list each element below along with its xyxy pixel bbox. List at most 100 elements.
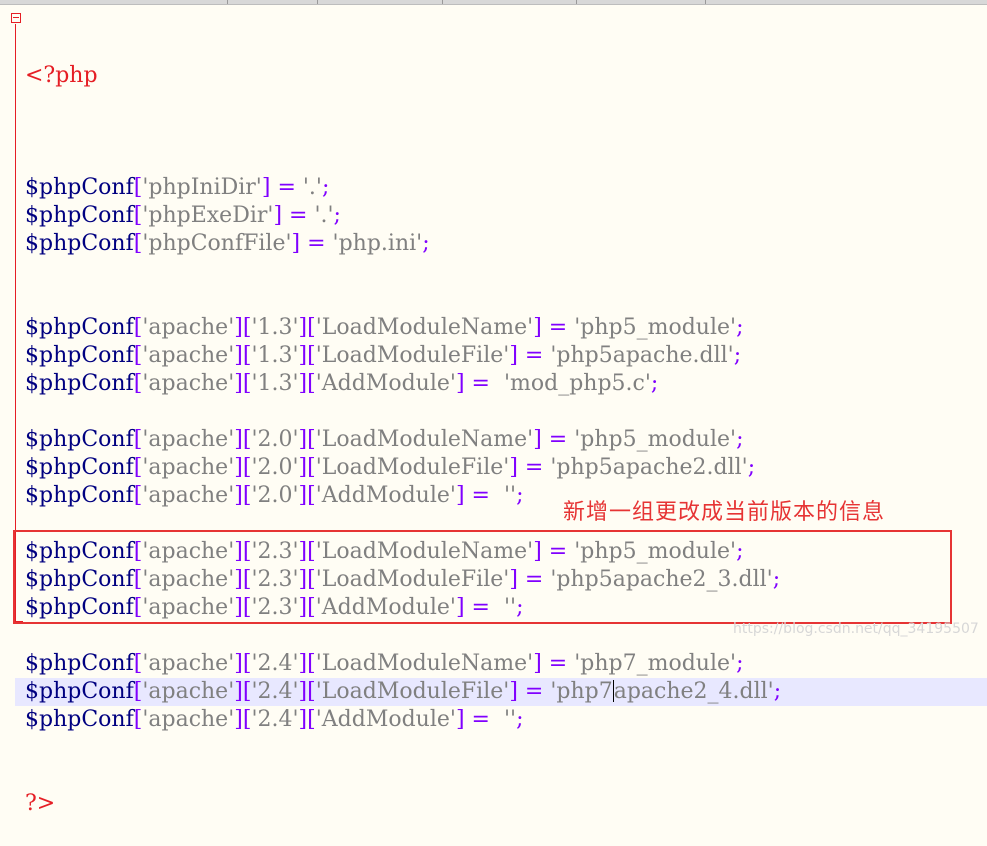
code-key-string: '2.3' <box>251 539 299 564</box>
code-operator: = <box>517 455 551 480</box>
code-bracket: [ <box>133 315 143 340</box>
code-value-string: 'php5apache.dll' <box>550 343 734 368</box>
code-line-blank <box>25 258 987 286</box>
code-value-string: 'php5apache2_3.dll' <box>550 567 773 592</box>
code-variable: $phpConf <box>25 707 134 732</box>
code-operator: = <box>517 343 551 368</box>
code-bracket: ] <box>509 679 518 704</box>
code-bracket: [ <box>242 427 252 452</box>
code-bracket: ] <box>298 427 308 452</box>
code-line: $phpConf['apache']['2.3']['AddModule'] =… <box>25 594 987 622</box>
code-bracket: ] <box>455 483 465 508</box>
code-key-string: '2.3' <box>251 567 299 592</box>
code-variable: $phpConf <box>25 343 134 368</box>
code-semicolon: ; <box>733 343 742 368</box>
code-bracket: [ <box>242 315 252 340</box>
code-operator: = <box>464 707 497 732</box>
tab-divider <box>705 0 706 4</box>
code-variable: $phpConf <box>25 595 134 620</box>
code-bracket: [ <box>133 231 143 256</box>
code-semicolon: ; <box>736 315 744 340</box>
code-line: $phpConf['apache']['1.3']['AddModule'] =… <box>25 370 987 398</box>
code-value-string: '.' <box>314 203 334 228</box>
text-cursor <box>612 680 614 702</box>
code-bracket: [ <box>307 539 316 564</box>
fold-gutter-line <box>15 24 16 622</box>
code-key-string: 'apache' <box>142 595 235 620</box>
code-line-blank <box>25 286 987 314</box>
code-variable: $phpConf <box>25 567 134 592</box>
code-bracket: ] <box>298 707 308 732</box>
code-line: $phpConf['apache']['2.4']['AddModule'] =… <box>25 706 987 734</box>
code-operator: = <box>541 427 575 452</box>
code-value-string: '' <box>503 707 517 732</box>
code-key-string: '2.4' <box>251 707 299 732</box>
code-bracket: ] <box>234 371 243 396</box>
code-line-close-tag: ?> <box>25 790 987 818</box>
code-bracket: ] <box>533 427 542 452</box>
code-semicolon: ; <box>772 567 781 592</box>
fold-collapse-icon[interactable] <box>11 13 21 23</box>
code-variable: $phpConf <box>25 231 134 256</box>
code-semicolon: ; <box>650 371 659 396</box>
code-bracket: [ <box>133 175 143 200</box>
code-line-blank <box>25 398 987 426</box>
code-bracket: [ <box>133 371 143 396</box>
code-bracket: [ <box>307 455 316 480</box>
code-key-string: 'LoadModuleFile' <box>315 343 510 368</box>
code-bracket: ] <box>455 371 465 396</box>
code-bracket: [ <box>242 707 252 732</box>
code-bracket: [ <box>133 343 143 368</box>
code-semicolon: ; <box>333 203 341 228</box>
code-bracket: [ <box>133 595 143 620</box>
code-bracket: [ <box>242 679 252 704</box>
code-value-string: 'php5_module' <box>574 427 737 452</box>
code-bracket: ] <box>234 595 243 620</box>
code-operator: = <box>282 203 315 228</box>
code-bracket: [ <box>307 707 316 732</box>
code-value-string: '.' <box>302 175 322 200</box>
code-variable: $phpConf <box>25 455 134 480</box>
code-value-string: 'php5_module' <box>574 315 737 340</box>
code-line: $phpConf['apache']['2.0']['LoadModuleNam… <box>25 426 987 454</box>
code-key-string: 'apache' <box>142 567 235 592</box>
code-bracket: ] <box>234 567 243 592</box>
code-semicolon: ; <box>736 539 744 564</box>
code-bracket: [ <box>133 679 143 704</box>
code-key-string: 'apache' <box>142 483 235 508</box>
code-key-string: 'LoadModuleFile' <box>315 455 510 480</box>
code-line: $phpConf['apache']['2.4']['LoadModuleFil… <box>15 678 987 706</box>
code-line: $phpConf['apache']['1.3']['LoadModuleFil… <box>25 342 987 370</box>
code-bracket: ] <box>234 483 243 508</box>
code-key-string: '2.0' <box>251 427 299 452</box>
code-key-string: 'phpConfFile' <box>142 231 292 256</box>
code-bracket: ] <box>291 231 301 256</box>
code-bracket: ] <box>533 315 542 340</box>
code-bracket: ] <box>234 539 243 564</box>
code-key-string: 'apache' <box>142 427 235 452</box>
code-key-string: 'apache' <box>142 651 235 676</box>
code-value-string: 'php.ini' <box>332 231 423 256</box>
code-key-string: '2.4' <box>251 679 299 704</box>
code-bracket: [ <box>307 595 316 620</box>
code-bracket: ] <box>234 455 243 480</box>
code-operator: = <box>270 175 303 200</box>
code-operator: = <box>541 651 575 676</box>
code-bracket: [ <box>133 455 143 480</box>
code-key-string: '2.3' <box>251 595 299 620</box>
code-bracket: [ <box>307 651 316 676</box>
code-variable: $phpConf <box>25 315 134 340</box>
code-key-string: '1.3' <box>251 343 299 368</box>
tab-divider <box>576 0 577 4</box>
code-line: $phpConf['apache']['2.0']['AddModule'] =… <box>25 482 987 510</box>
code-semicolon: ; <box>321 175 330 200</box>
code-line: $phpConf['apache']['2.3']['LoadModuleFil… <box>25 566 987 594</box>
code-bracket: [ <box>307 371 316 396</box>
code-bracket: ] <box>298 651 308 676</box>
code-key-string: '1.3' <box>251 315 299 340</box>
annotation-highlight-box <box>13 530 952 624</box>
code-editor[interactable]: <?php $phpConf['phpIniDir'] = '.';$phpCo… <box>15 6 987 846</box>
code-bracket: ] <box>509 343 518 368</box>
code-bracket: [ <box>133 427 143 452</box>
code-semicolon: ; <box>516 707 524 732</box>
